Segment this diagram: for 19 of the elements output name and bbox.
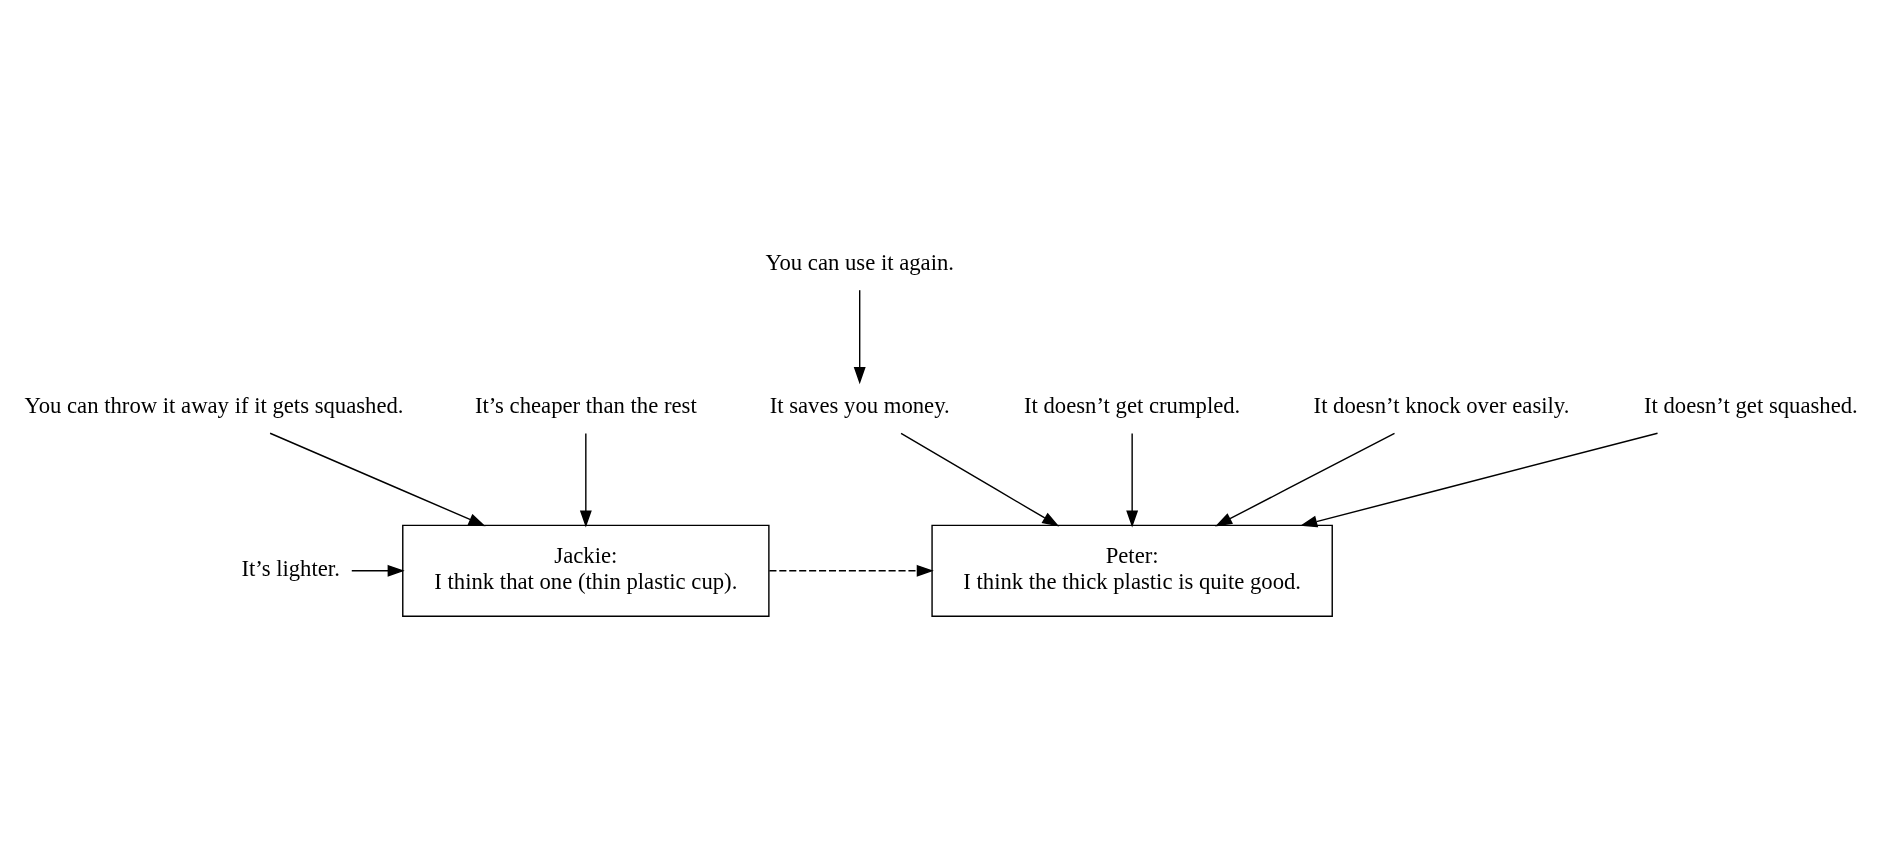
node-text: It saves you money.: [769, 392, 950, 418]
node-text: It doesn’t get crumpled.: [1023, 392, 1240, 418]
arrow: [899, 432, 1059, 526]
node-text: It doesn’t knock over easily.: [1313, 392, 1569, 418]
node-text: You can throw it away if it gets squashed.: [24, 392, 404, 418]
node-text: It’s lighter.: [241, 555, 340, 581]
node-box: Jackie: I think that one (thin plastic cup).: [401, 524, 770, 617]
node-text: It’s cheaper than the rest: [474, 392, 697, 418]
arrow: [1299, 432, 1658, 527]
arrow: [350, 564, 405, 577]
arrow: [579, 432, 592, 528]
arrow: [1125, 432, 1138, 528]
node-text: It doesn’t get squashed.: [1643, 392, 1858, 418]
arrow: [268, 432, 486, 526]
node-text: You can use it again.: [764, 249, 954, 275]
node-box: Peter: I think the thick plastic is quite good.: [930, 524, 1333, 617]
arrow: [853, 289, 866, 384]
arrow: [768, 564, 934, 577]
arrow: [1214, 432, 1395, 526]
